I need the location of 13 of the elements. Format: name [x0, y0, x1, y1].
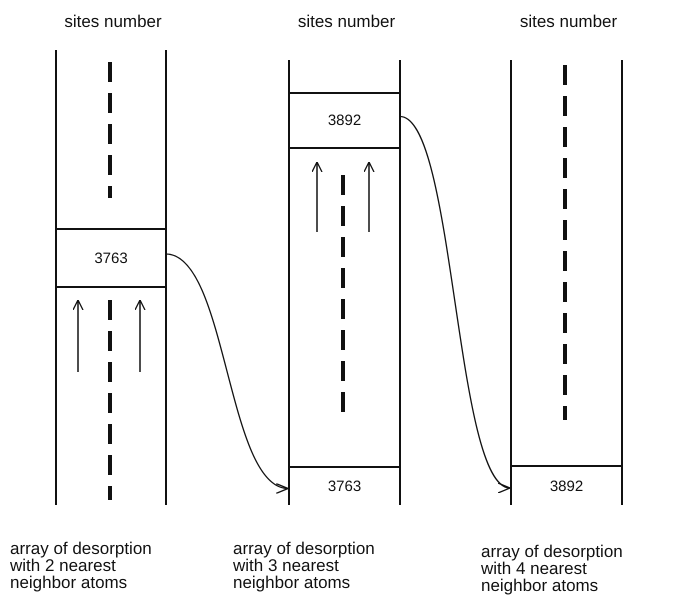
site-number: 3763	[94, 250, 128, 266]
array-caption: array of desorption with 4 nearest neighbor atoms	[481, 543, 624, 594]
column-heading: sites number	[518, 12, 618, 32]
array-caption: array of desorption with 3 nearest neighbor atoms	[233, 540, 376, 591]
column-heading: sites number	[63, 12, 163, 32]
array-caption: array of desorption with 2 nearest neighbor atoms	[10, 540, 153, 591]
site-cell	[55, 228, 167, 288]
site-number: 3763	[328, 478, 362, 495]
site-cell	[288, 92, 401, 149]
column-heading: sites number	[296, 12, 396, 32]
site-number: 3892	[328, 112, 362, 129]
arrow	[166, 253, 289, 490]
site-number: 3892	[550, 478, 584, 494]
